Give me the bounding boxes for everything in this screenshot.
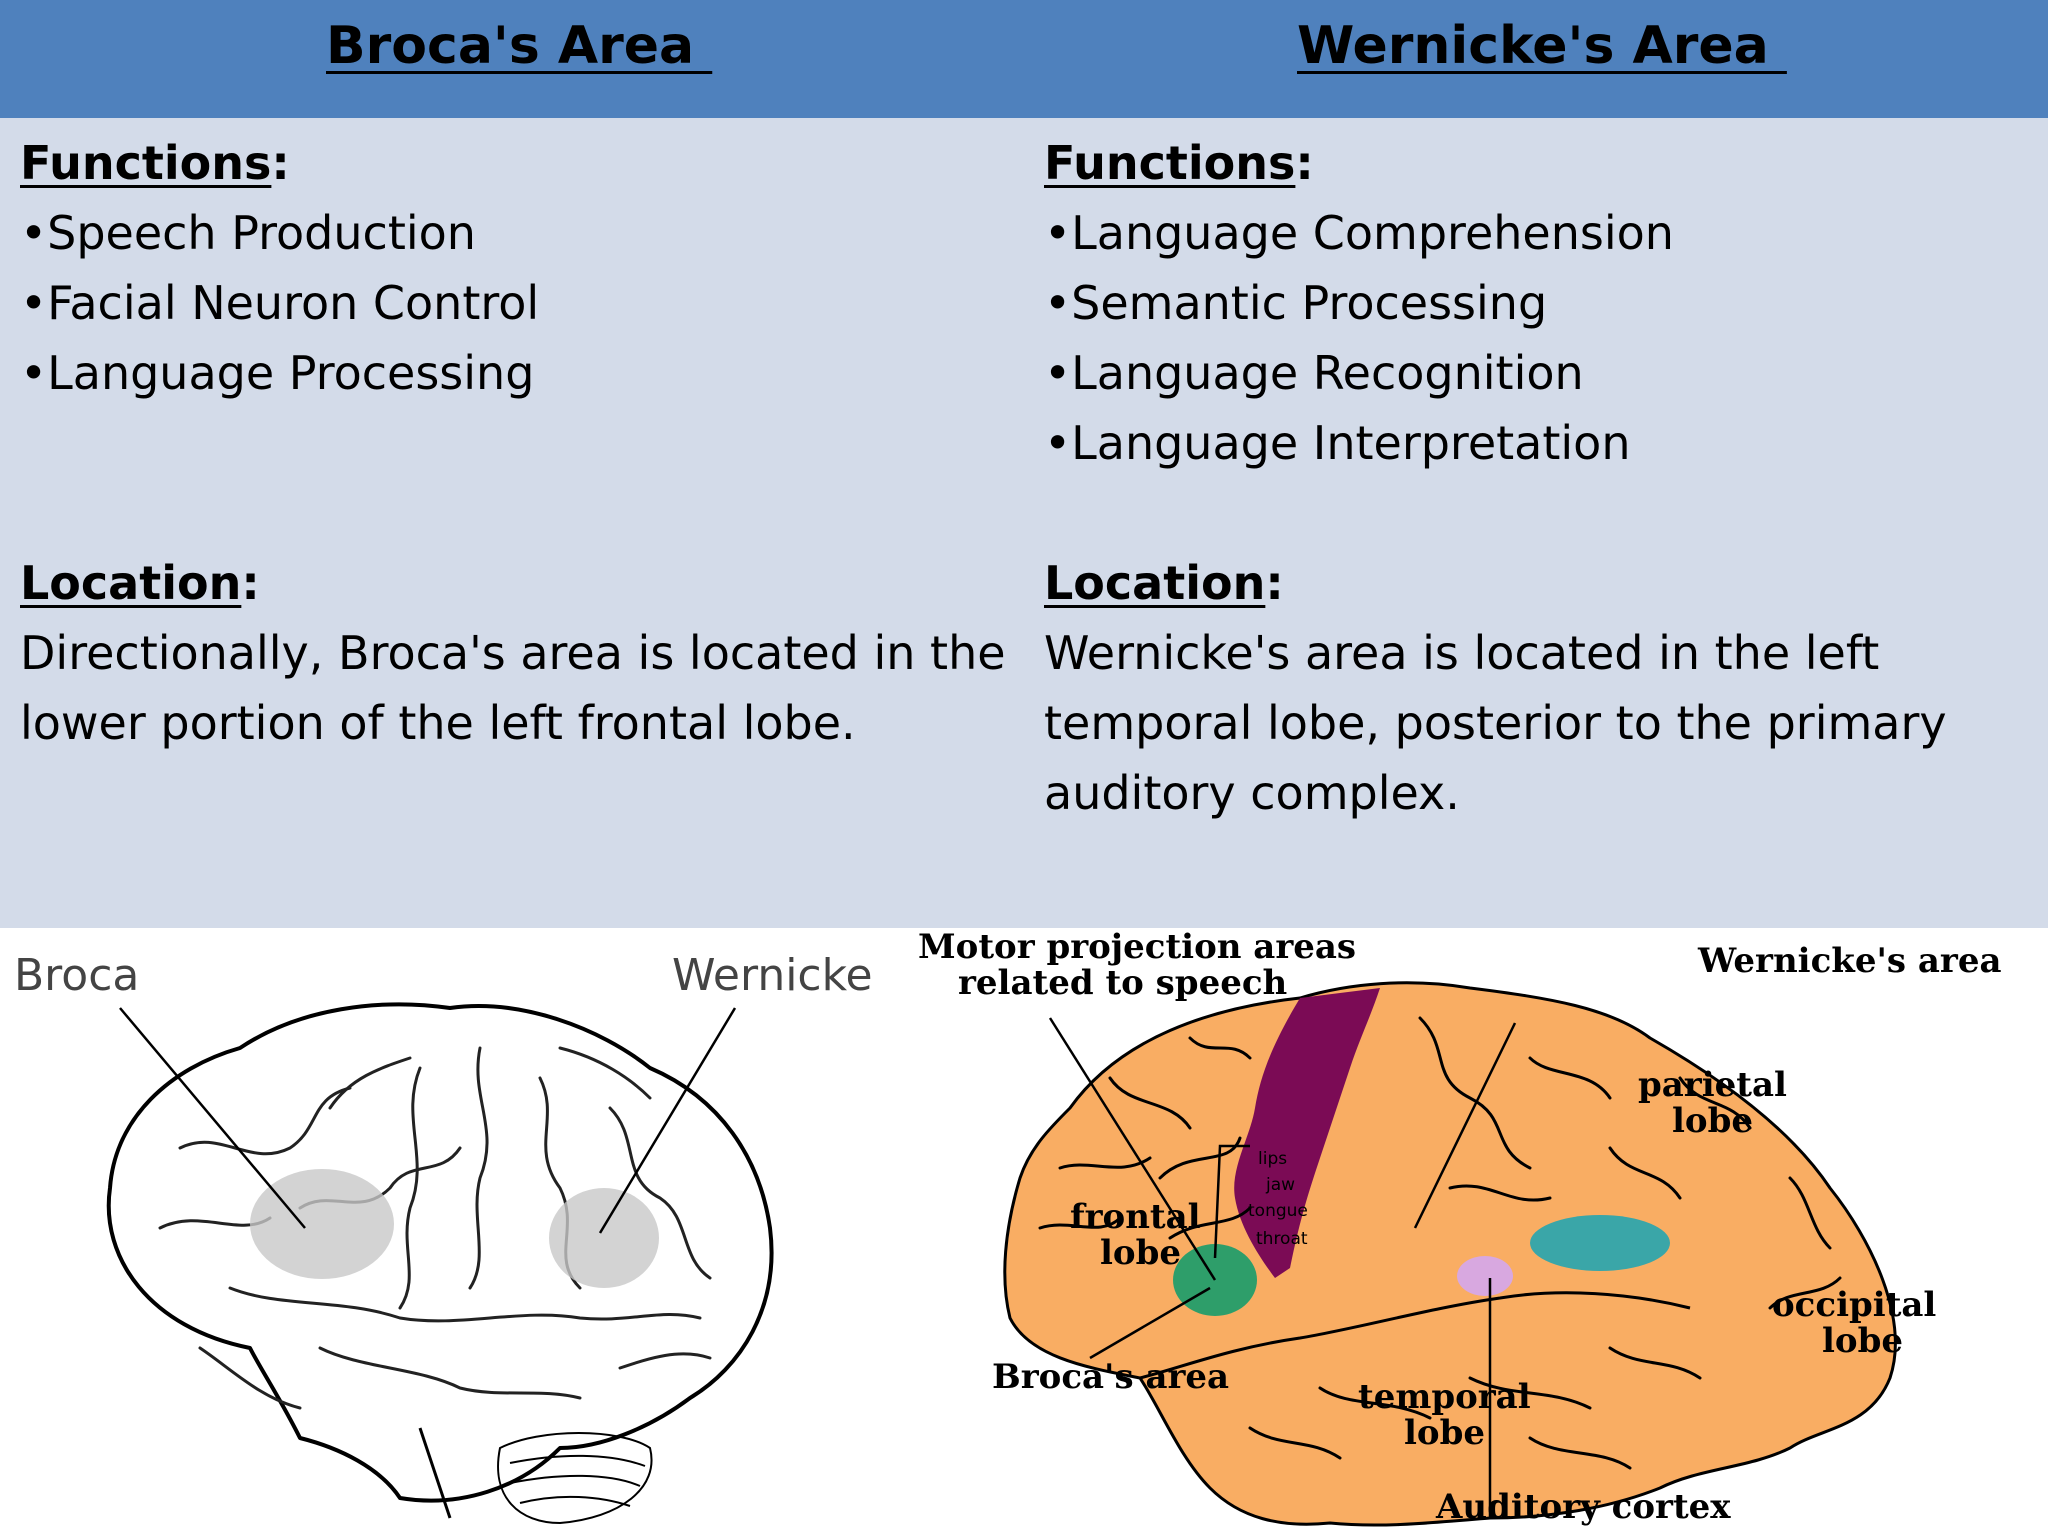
broca-title: Broca's Area xyxy=(326,16,713,76)
brain-stem xyxy=(418,1427,452,1519)
cerebellum xyxy=(497,1432,653,1525)
temporal-lobe-boundary xyxy=(1139,1291,1691,1380)
cerebrum-shape xyxy=(1003,981,1897,1527)
broca-function-item: •Facial Neuron Control xyxy=(20,276,540,330)
wernicke-column: Functions: •Language Comprehension •Sema… xyxy=(1044,128,1947,828)
broca-function-item: •Speech Production xyxy=(20,206,476,260)
frontal-lobe-label: frontal xyxy=(1070,1197,1201,1237)
brain-outline xyxy=(106,1002,774,1503)
parietal-lobe-label: lobe xyxy=(1672,1101,1753,1141)
frontal-lobe-label: lobe xyxy=(1100,1233,1181,1273)
info-panel xyxy=(0,118,2048,928)
wernicke-sketch-label: Wernicke xyxy=(672,950,873,1001)
motor-part-label: throat xyxy=(1256,1229,1308,1249)
broca-functions-heading: Functions: xyxy=(20,136,290,190)
wernicke-title: Wernicke's Area xyxy=(1297,16,1787,76)
temporal-lobe-label: temporal xyxy=(1358,1377,1531,1417)
broca-location-line: lower portion of the left frontal lobe. xyxy=(20,696,856,750)
auditory-cortex-region xyxy=(1457,1256,1513,1296)
motor-part-label: jaw xyxy=(1265,1175,1295,1195)
brain-lobes-diagram: Motor projection areas related to speech… xyxy=(918,928,2001,1527)
wernicke-highlight xyxy=(549,1188,659,1288)
broca-highlight xyxy=(250,1169,394,1279)
motor-cortex-strip xyxy=(1234,988,1380,1278)
broca-sketch-label: Broca xyxy=(14,950,139,1001)
wernicke-area-label: Wernicke's area xyxy=(1697,941,2001,981)
title-bar: Broca's Area Wernicke's Area xyxy=(0,0,2048,118)
wernicke-function-item: •Language Recognition xyxy=(1044,346,1584,400)
wernicke-location-line: temporal lobe, posterior to the primary xyxy=(1044,696,1947,750)
broca-area-label: Broca's area xyxy=(992,1357,1229,1397)
temporal-lobe-label: lobe xyxy=(1404,1413,1485,1453)
wernicke-location-line: auditory complex. xyxy=(1044,766,1460,820)
occipital-lobe-label: occipital xyxy=(1772,1285,1936,1325)
broca-function-item: •Language Processing xyxy=(20,346,535,400)
wernicke-pointer-line xyxy=(598,1007,737,1234)
wernicke-function-item: •Semantic Processing xyxy=(1044,276,1548,330)
motor-part-label: lips xyxy=(1258,1149,1287,1169)
brain-sketch-diagram: Broca Wernicke xyxy=(14,950,873,1525)
wernicke-area-region xyxy=(1530,1215,1670,1271)
broca-location-heading: Location: xyxy=(20,556,260,610)
wernicke-function-item: •Language Interpretation xyxy=(1044,416,1631,470)
motor-areas-label: Motor projection areas xyxy=(918,928,1356,967)
wernicke-location-heading: Location: xyxy=(1044,556,1284,610)
parietal-lobe-label: parietal xyxy=(1638,1065,1787,1105)
wernicke-functions-heading: Functions: xyxy=(1044,136,1314,190)
broca-column: Functions: •Speech Production •Facial Ne… xyxy=(20,128,1006,758)
occipital-lobe-label: lobe xyxy=(1822,1321,1903,1361)
leader-lines xyxy=(1048,1017,1517,1518)
wernicke-function-item: •Language Comprehension xyxy=(1044,206,1674,260)
broca-location-line: Directionally, Broca's area is located i… xyxy=(20,626,1006,680)
wernicke-location-line: Wernicke's area is located in the left xyxy=(1044,626,1880,680)
broca-pointer-line xyxy=(119,1007,306,1229)
sulci-lines xyxy=(1038,1016,1842,1470)
motor-part-label: tongue xyxy=(1248,1201,1308,1221)
auditory-cortex-label: Auditory cortex xyxy=(1435,1487,1731,1527)
motor-areas-label: related to speech xyxy=(958,963,1287,1003)
